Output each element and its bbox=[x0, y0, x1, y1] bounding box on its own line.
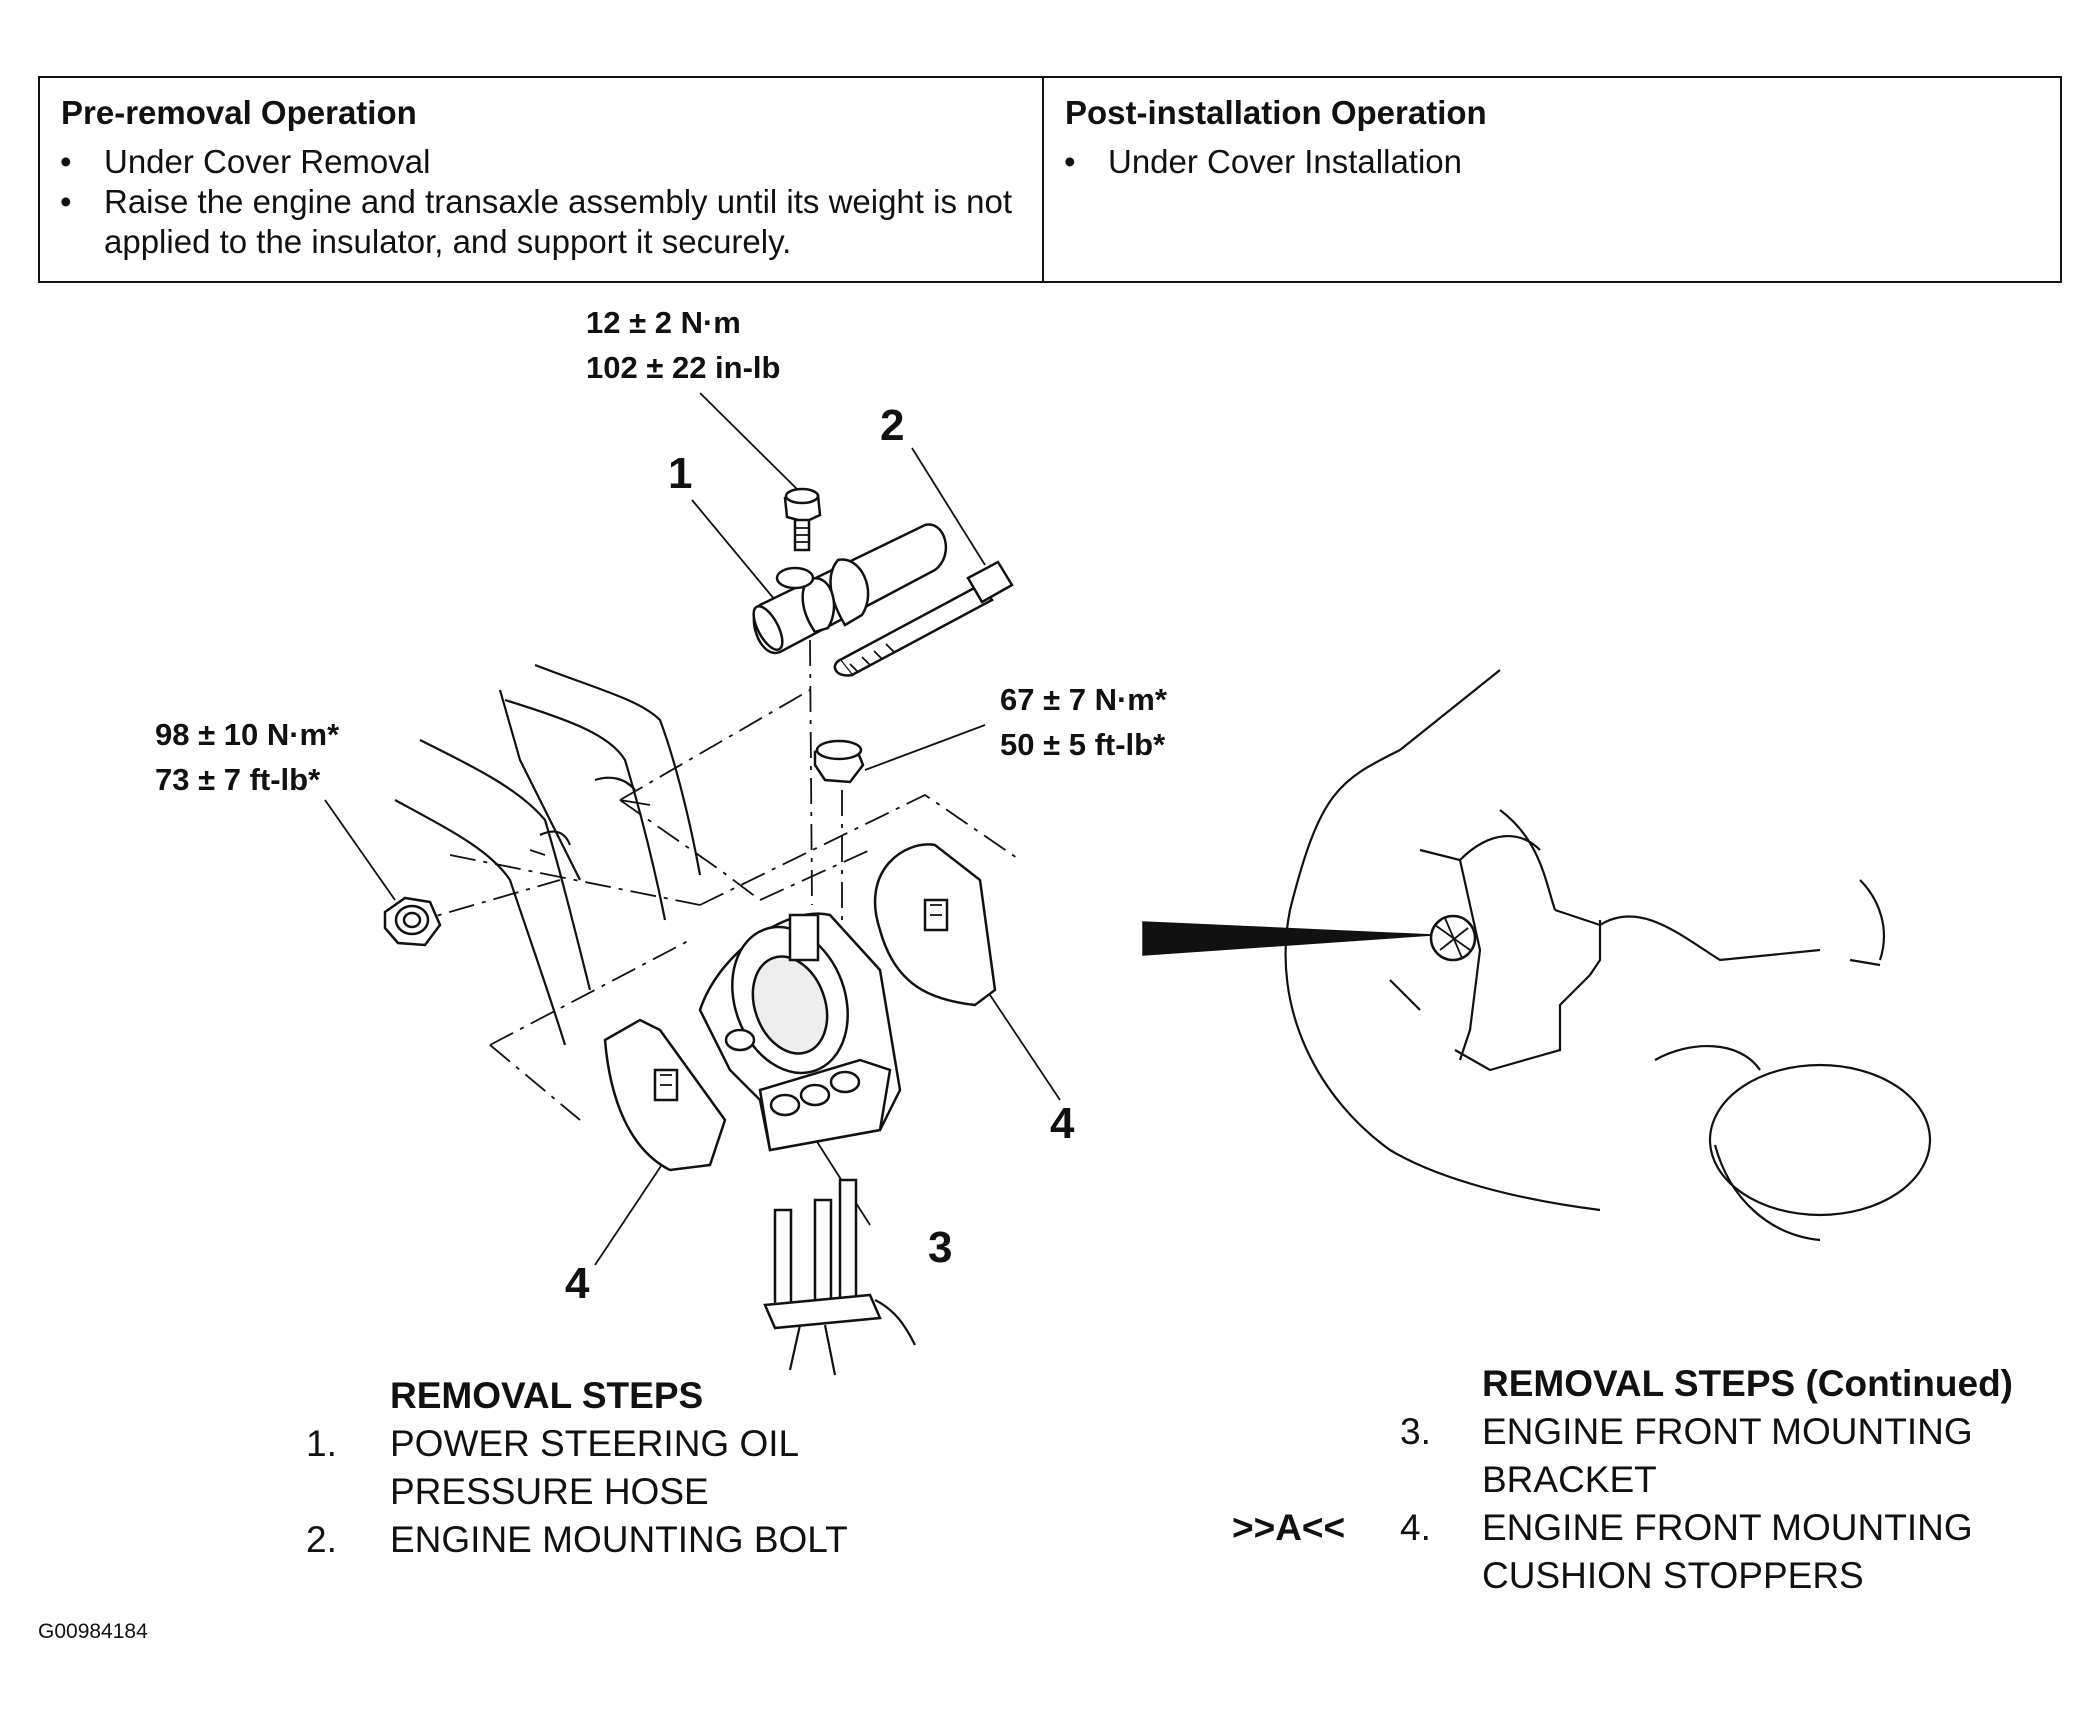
torque-bolt-top-nm: 12 ± 2 N·m bbox=[586, 305, 741, 340]
removal-step: 3. ENGINE FRONT MOUNTING BRACKET bbox=[1232, 1408, 2092, 1504]
step-text-line: ENGINE FRONT MOUNTING bbox=[1482, 1507, 1973, 1548]
figure-id: G00984184 bbox=[38, 1620, 148, 1643]
post-installation-item: Under Cover Installation bbox=[1062, 142, 2042, 182]
step-text-line: BRACKET bbox=[1482, 1459, 1657, 1500]
torque-nut-left-nm: 98 ± 10 N·m* bbox=[155, 717, 340, 752]
engine-mounting-bolt bbox=[833, 560, 1014, 677]
power-steering-hose bbox=[752, 523, 948, 655]
hose-clamp-bolt bbox=[783, 487, 822, 552]
pre-removal-section: Pre-removal Operation Under Cover Remova… bbox=[40, 78, 1044, 281]
torque-nut-left-ftlb: 73 ± 7 ft-lb* bbox=[155, 762, 321, 797]
step-text-line: POWER STEERING OIL bbox=[390, 1423, 800, 1464]
engine-front-mounting-bracket bbox=[698, 912, 902, 1152]
pre-removal-item: Raise the engine and transaxle assembly … bbox=[58, 182, 1044, 262]
pre-removal-item: Under Cover Removal bbox=[58, 142, 1024, 182]
step-number: 3. bbox=[1400, 1411, 1431, 1452]
service-point-marker: >>A<< bbox=[1232, 1507, 1346, 1548]
nut-left bbox=[383, 896, 442, 947]
removal-step: >>A<< 4. ENGINE FRONT MOUNTING CUSHION S… bbox=[1232, 1504, 2092, 1600]
removal-steps-continued: REMOVAL STEPS (Continued) 3. ENGINE FRON… bbox=[1232, 1360, 2092, 1600]
removal-steps-continued-title: REMOVAL STEPS (Continued) bbox=[1482, 1363, 2014, 1404]
callout-part-4-right: 4 bbox=[1050, 1099, 1075, 1148]
post-installation-section: Post-installation Operation Under Cover … bbox=[1044, 78, 2060, 281]
post-installation-heading: Post-installation Operation bbox=[1065, 94, 1487, 131]
callout-part-1: 1 bbox=[668, 449, 692, 498]
removal-step: 2. ENGINE MOUNTING BOLT bbox=[292, 1516, 992, 1564]
engine-support-stand bbox=[763, 1178, 916, 1376]
step-number: 2. bbox=[306, 1519, 337, 1560]
torque-nut-right-nm: 67 ± 7 N·m* bbox=[1000, 682, 1168, 717]
torque-bolt-top-inlb: 102 ± 22 in-lb bbox=[586, 350, 780, 385]
step-number: 4. bbox=[1400, 1507, 1431, 1548]
step-text-line: PRESSURE HOSE bbox=[390, 1471, 709, 1512]
step-text-line: ENGINE FRONT MOUNTING bbox=[1482, 1411, 1973, 1452]
post-installation-list: Under Cover Installation bbox=[1062, 142, 2042, 182]
removal-step: 1. POWER STEERING OIL PRESSURE HOSE bbox=[292, 1420, 992, 1516]
callout-part-3: 3 bbox=[928, 1223, 952, 1272]
step-number: 1. bbox=[306, 1423, 337, 1464]
nut-right bbox=[813, 739, 865, 784]
body-frame-outline bbox=[394, 663, 702, 1046]
cushion-stopper-left bbox=[603, 1018, 727, 1172]
pre-removal-list: Under Cover Removal Raise the engine and… bbox=[58, 142, 1024, 262]
torque-nut-right-ftlb: 50 ± 5 ft-lb* bbox=[1000, 727, 1166, 762]
step-text-line: CUSHION STOPPERS bbox=[1482, 1555, 1864, 1596]
callout-part-2: 2 bbox=[880, 401, 904, 450]
cushion-stopper-right bbox=[873, 843, 997, 1007]
operations-table: Pre-removal Operation Under Cover Remova… bbox=[38, 76, 2062, 283]
removal-steps: REMOVAL STEPS 1. POWER STEERING OIL PRES… bbox=[292, 1372, 992, 1564]
step-text-line: ENGINE MOUNTING BOLT bbox=[390, 1519, 848, 1560]
vehicle-location-view bbox=[1142, 669, 1932, 1242]
callout-part-4-left: 4 bbox=[565, 1259, 590, 1308]
removal-steps-title: REMOVAL STEPS bbox=[390, 1375, 704, 1416]
pre-removal-heading: Pre-removal Operation bbox=[61, 94, 417, 131]
